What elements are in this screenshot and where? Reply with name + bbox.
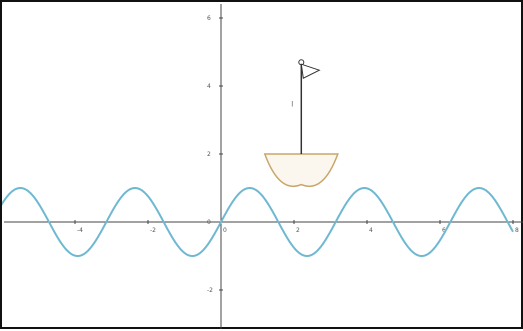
x-tick-label: -4 [77,227,83,234]
sine-curve [2,187,514,257]
y-tick-label: 4 [207,83,211,90]
y-tick-label: 0 [207,219,211,226]
mast-label: l [291,100,293,108]
x-tick-label: 8 [515,227,519,234]
y-tick-label: 2 [207,151,211,158]
x-tick-label: 0 [223,227,227,234]
boat-hull [263,153,339,187]
x-tick-label: 4 [369,227,373,234]
x-tick-label: -2 [150,227,156,234]
y-tick-label: 6 [207,15,211,22]
x-tick-label: 2 [296,227,300,234]
x-tick-label: 6 [442,227,446,234]
y-tick-label: -2 [207,287,213,294]
boat-flag [300,63,321,79]
